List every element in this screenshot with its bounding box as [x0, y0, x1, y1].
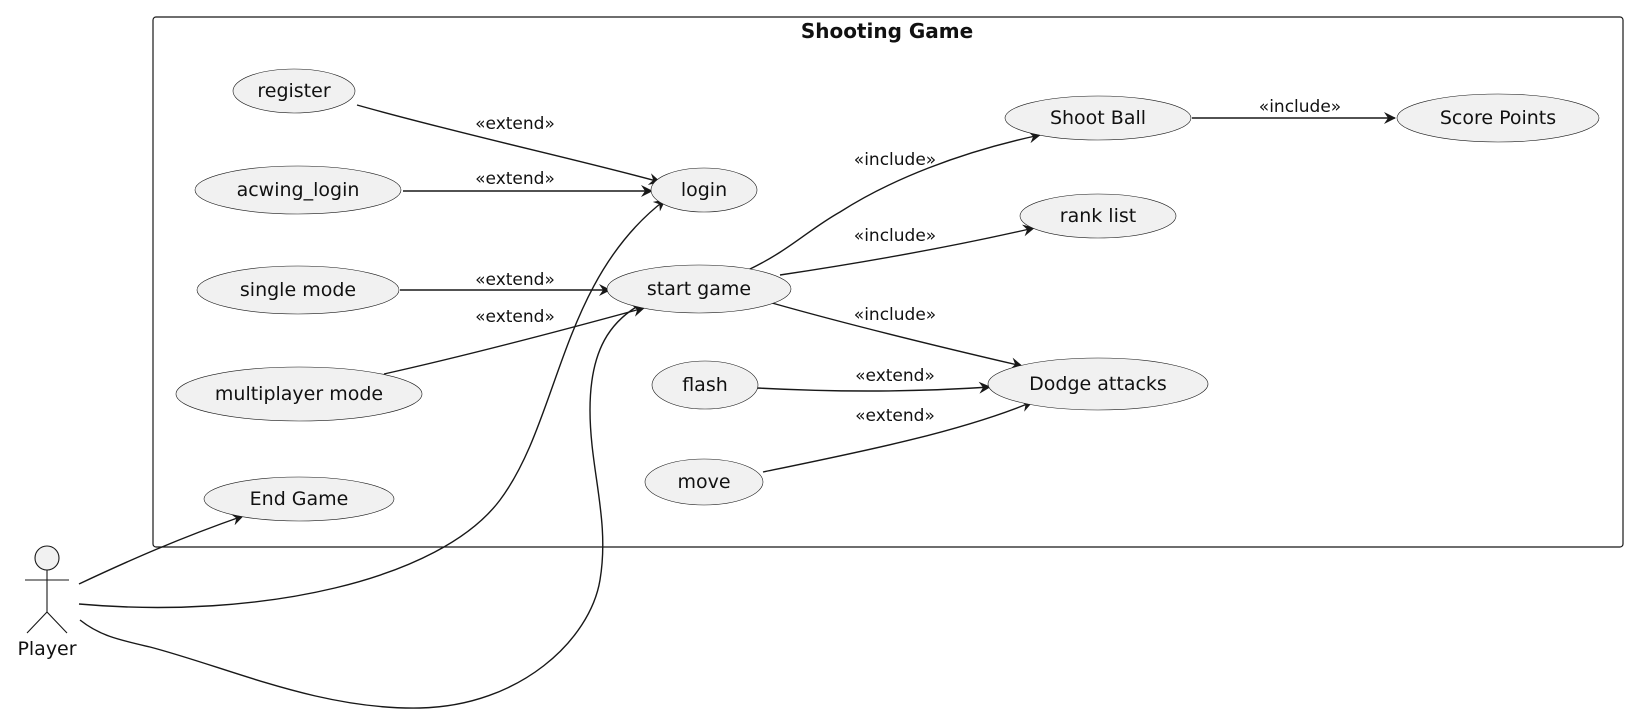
system-boundary: Shooting Game [152, 16, 1624, 548]
edge-player-end-game [78, 513, 244, 585]
edge-start-game-shoot-ball [747, 131, 1041, 271]
actor-name: Player [17, 638, 76, 660]
edges [78, 104, 1396, 709]
edge-flash-dodge-attacks [756, 381, 991, 394]
use-case-start-game-label: start game [647, 278, 751, 300]
edge-labels: «extend» «extend» «extend» «extend» «inc… [475, 97, 1341, 426]
label-register-login: «extend» [475, 114, 555, 134]
actor-legs [26, 611, 68, 634]
use-case-login-shape [650, 167, 758, 213]
use-case-shoot-ball-label: Shoot Ball [1050, 107, 1146, 129]
use-case-acwing-login-shape [194, 165, 402, 215]
use-case-end-game: End Game [203, 476, 395, 522]
use-case-single-mode: single mode [196, 265, 400, 315]
use-case-login-label: login [681, 179, 727, 201]
actor-player: Player [17, 545, 77, 660]
use-case-dodge-attacks: Dodge attacks [987, 357, 1209, 411]
edge-player-start-game [79, 301, 646, 709]
use-case-acwing-login: acwing_login [194, 165, 402, 215]
use-case-acwing-login-label: acwing_login [237, 179, 360, 201]
edge-move-dodge-attacks [762, 400, 1033, 473]
use-case-multiplayer-mode-shape [175, 366, 423, 422]
use-case-score-points-label: Score Points [1440, 107, 1556, 129]
label-flash-dodge-attacks: «extend» [855, 366, 935, 386]
use-case-multiplayer-mode-label: multiplayer mode [215, 383, 383, 405]
use-case-score-points: Score Points [1396, 93, 1600, 143]
system-title: Shooting Game [801, 19, 973, 43]
actor-head [34, 545, 60, 571]
use-case-rank-list-label: rank list [1060, 205, 1136, 227]
use-case-multiplayer-mode: multiplayer mode [175, 366, 423, 422]
use-cases: register acwing_login single mode multip… [175, 68, 1600, 522]
use-case-login: login [650, 167, 758, 213]
label-shoot-ball-score-points: «include» [1259, 97, 1341, 117]
label-move-dodge-attacks: «extend» [855, 406, 935, 426]
use-case-register-shape [232, 68, 356, 114]
use-case-move-shape [644, 458, 764, 506]
use-case-rank-list-shape [1019, 193, 1177, 239]
use-case-flash: flash [651, 360, 759, 410]
use-case-dodge-attacks-shape [987, 357, 1209, 411]
use-case-start-game-shape [606, 264, 792, 314]
system-boundary-frame [152, 16, 1624, 548]
use-case-rank-list: rank list [1019, 193, 1177, 239]
use-case-end-game-label: End Game [250, 488, 349, 510]
use-case-flash-label: flash [682, 374, 728, 396]
use-case-dodge-attacks-label: Dodge attacks [1029, 373, 1167, 395]
use-case-register-label: register [257, 80, 330, 102]
edge-start-game-rank-list [779, 224, 1035, 276]
label-start-game-shoot-ball: «include» [854, 150, 936, 170]
edge-multiplayer-mode-start-game [383, 305, 645, 375]
use-case-single-mode-label: single mode [240, 279, 356, 301]
edge-player-login [78, 199, 666, 609]
label-single-mode-start-game: «extend» [475, 270, 555, 290]
edge-register-login [356, 104, 661, 185]
use-case-end-game-shape [203, 476, 395, 522]
edge-start-game-dodge-attacks [771, 302, 1023, 370]
use-case-flash-shape [651, 360, 759, 410]
use-case-move-label: move [677, 471, 730, 493]
label-acwing-login-login: «extend» [475, 169, 555, 189]
use-case-score-points-shape [1396, 93, 1600, 143]
use-case-single-mode-shape [196, 265, 400, 315]
use-case-shoot-ball: Shoot Ball [1004, 95, 1192, 141]
use-case-move: move [644, 458, 764, 506]
use-case-start-game: start game [606, 264, 792, 314]
use-case-shoot-ball-shape [1004, 95, 1192, 141]
label-start-game-rank-list: «include» [854, 226, 936, 246]
label-multiplayer-mode-start-game: «extend» [475, 307, 555, 327]
label-start-game-dodge-attacks: «include» [854, 305, 936, 325]
use-case-register: register [232, 68, 356, 114]
